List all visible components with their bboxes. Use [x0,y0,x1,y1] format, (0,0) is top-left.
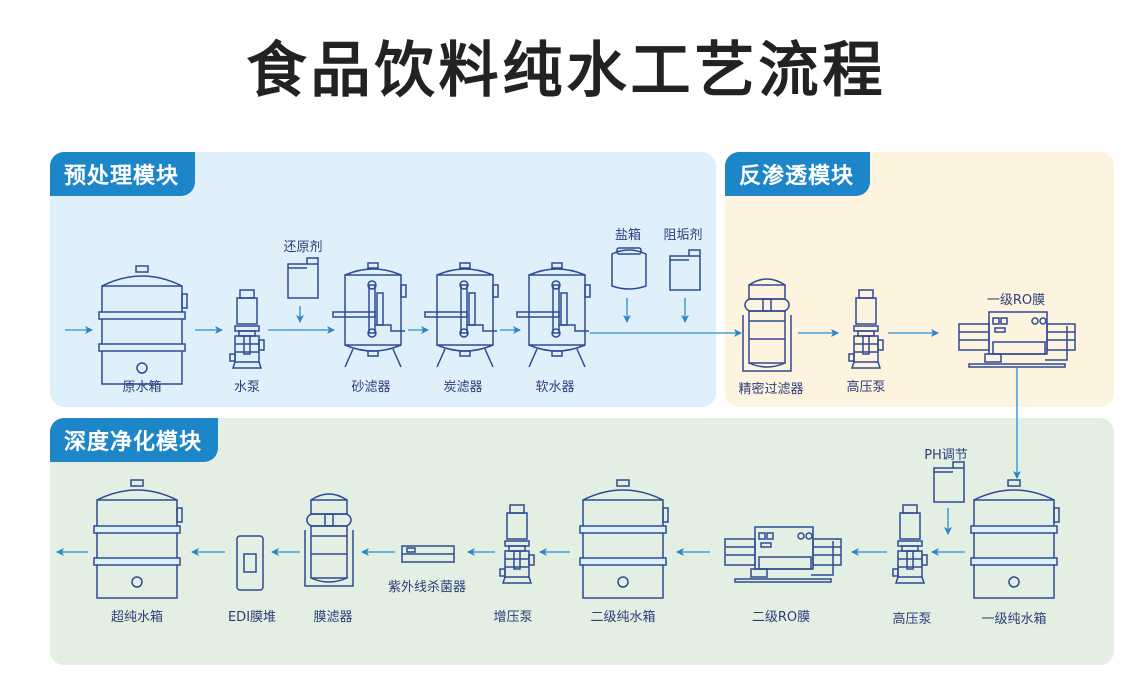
label-salt-tank: 盐箱 [614,228,642,243]
label-membrane-filter: 膜滤器 [313,610,353,625]
module-badge-deep-purification: 深度净化模块 [50,418,219,462]
label-softener: 软水器 [535,380,575,395]
module-badge-pretreatment: 预处理模块 [50,152,196,196]
label-ph-adjust: PH调节 [924,448,968,463]
softener-icon [516,262,591,368]
label-raw-water-tank: 原水箱 [122,380,162,395]
label-antiscalant: 阻垢剂 [663,228,703,243]
ultrapure-water-tank-icon [93,479,183,599]
label-water-pump: 水泵 [233,380,261,395]
high-pressure-pump-1-icon [848,289,884,369]
label-reductant: 还原剂 [283,240,323,255]
booster-pump-icon [499,504,535,584]
label-carbon-filter: 炭滤器 [443,380,483,395]
label-sand-filter: 砂滤器 [351,380,391,395]
salt-tank-icon [611,247,647,290]
uv-sterilizer-icon [401,545,455,563]
label-ro-membrane-1: 一级RO膜 [986,293,1046,308]
label-ultrapure-water-tank: 超纯水箱 [110,610,164,625]
deep-purification-module: 深度净化模块 [50,418,1114,665]
label-high-pressure-pump-1: 高压泵 [846,380,886,395]
label-pure-water-tank-1: 一级纯水箱 [981,612,1047,627]
carbon-filter-icon [424,262,499,368]
pretreatment-module: 预处理模块 [50,152,716,407]
label-pure-water-tank-2: 二级纯水箱 [590,610,656,625]
page-title: 食品饮料纯水工艺流程 [246,36,887,106]
edi-stack-icon [236,535,264,591]
label-edi-stack: EDI膜堆 [227,610,277,625]
pure-water-tank-1-icon [970,479,1060,599]
ro-membrane-1-icon [958,311,1076,368]
antiscalant-container-icon [669,249,701,291]
pure-water-tank-2-icon [579,479,669,599]
ro-membrane-2-icon [724,526,842,583]
high-pressure-pump-2-icon [892,504,928,584]
ph-adjust-container-icon [933,461,965,503]
membrane-filter-icon [304,493,354,587]
reductant-container-icon [287,257,319,299]
water-pump-icon [229,289,265,369]
label-ro-membrane-2: 二级RO膜 [751,610,811,625]
module-badge-reverse-osmosis: 反渗透模块 [725,152,871,196]
label-precision-filter: 精密过滤器 [738,382,804,397]
sand-filter-icon [332,262,407,368]
precision-filter-icon [742,278,792,372]
label-uv-sterilizer: 紫外线杀菌器 [387,580,467,595]
label-high-pressure-pump-2: 高压泵 [892,612,932,627]
label-booster-pump: 增压泵 [493,610,533,625]
raw-water-tank-icon [98,265,188,385]
